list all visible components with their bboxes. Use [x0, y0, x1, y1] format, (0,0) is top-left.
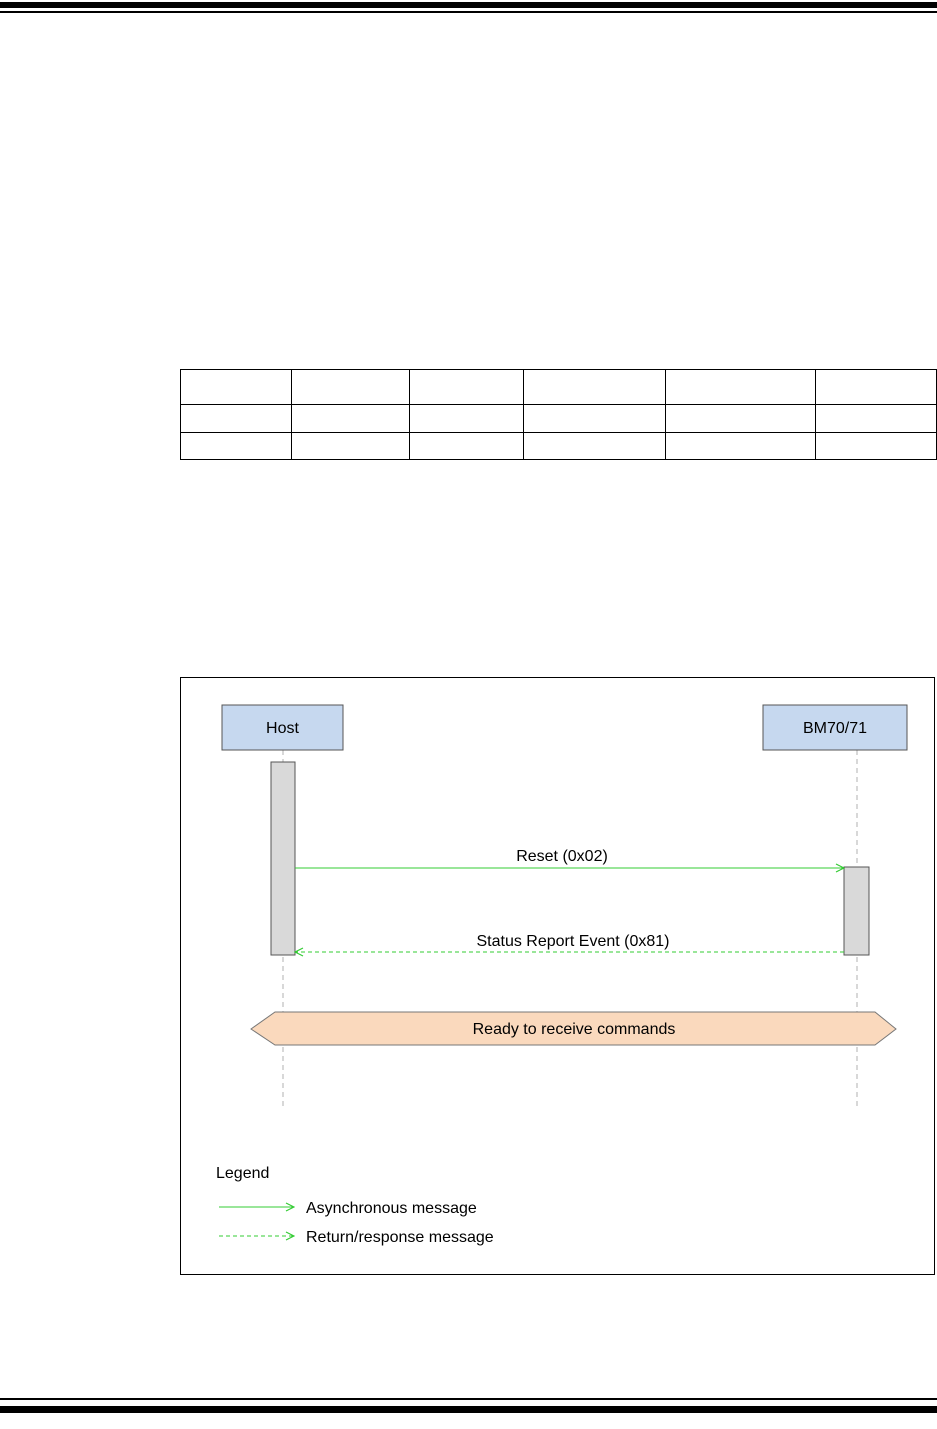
empty-table: [180, 369, 937, 460]
ready-state-banner: Ready to receive commands: [250, 1011, 897, 1046]
sequence-diagram-canvas: Host BM70/71 Reset (0x02) Status Report …: [216, 704, 908, 1246]
footer-rule-thick: [0, 1406, 937, 1413]
header-rule-thick: [0, 2, 937, 8]
host-activation-bar: [270, 761, 296, 956]
participant-module-label: BM70/71: [803, 720, 867, 737]
status-message-label: Status Report Event (0x81): [477, 933, 670, 950]
legend-async-label: Asynchronous message: [306, 1200, 477, 1217]
legend-title: Legend: [216, 1165, 269, 1182]
reset-message-label: Reset (0x02): [516, 848, 608, 865]
ready-state-label: Ready to receive commands: [473, 1021, 676, 1038]
table-row: [180, 404, 937, 433]
table-row: [180, 432, 937, 460]
header-rule-thin: [0, 11, 937, 13]
module-activation-bar: [843, 866, 870, 956]
table-row: [180, 369, 937, 405]
sequence-diagram: Host BM70/71 Reset (0x02) Status Report …: [180, 677, 935, 1275]
participant-host: Host: [221, 704, 344, 751]
legend-response-label: Return/response message: [306, 1229, 494, 1246]
legend: Legend Asynchronous message Return/respo…: [216, 1165, 494, 1246]
participant-module: BM70/71: [762, 704, 908, 751]
participant-host-label: Host: [266, 720, 299, 737]
footer-rule-thin: [0, 1398, 937, 1400]
